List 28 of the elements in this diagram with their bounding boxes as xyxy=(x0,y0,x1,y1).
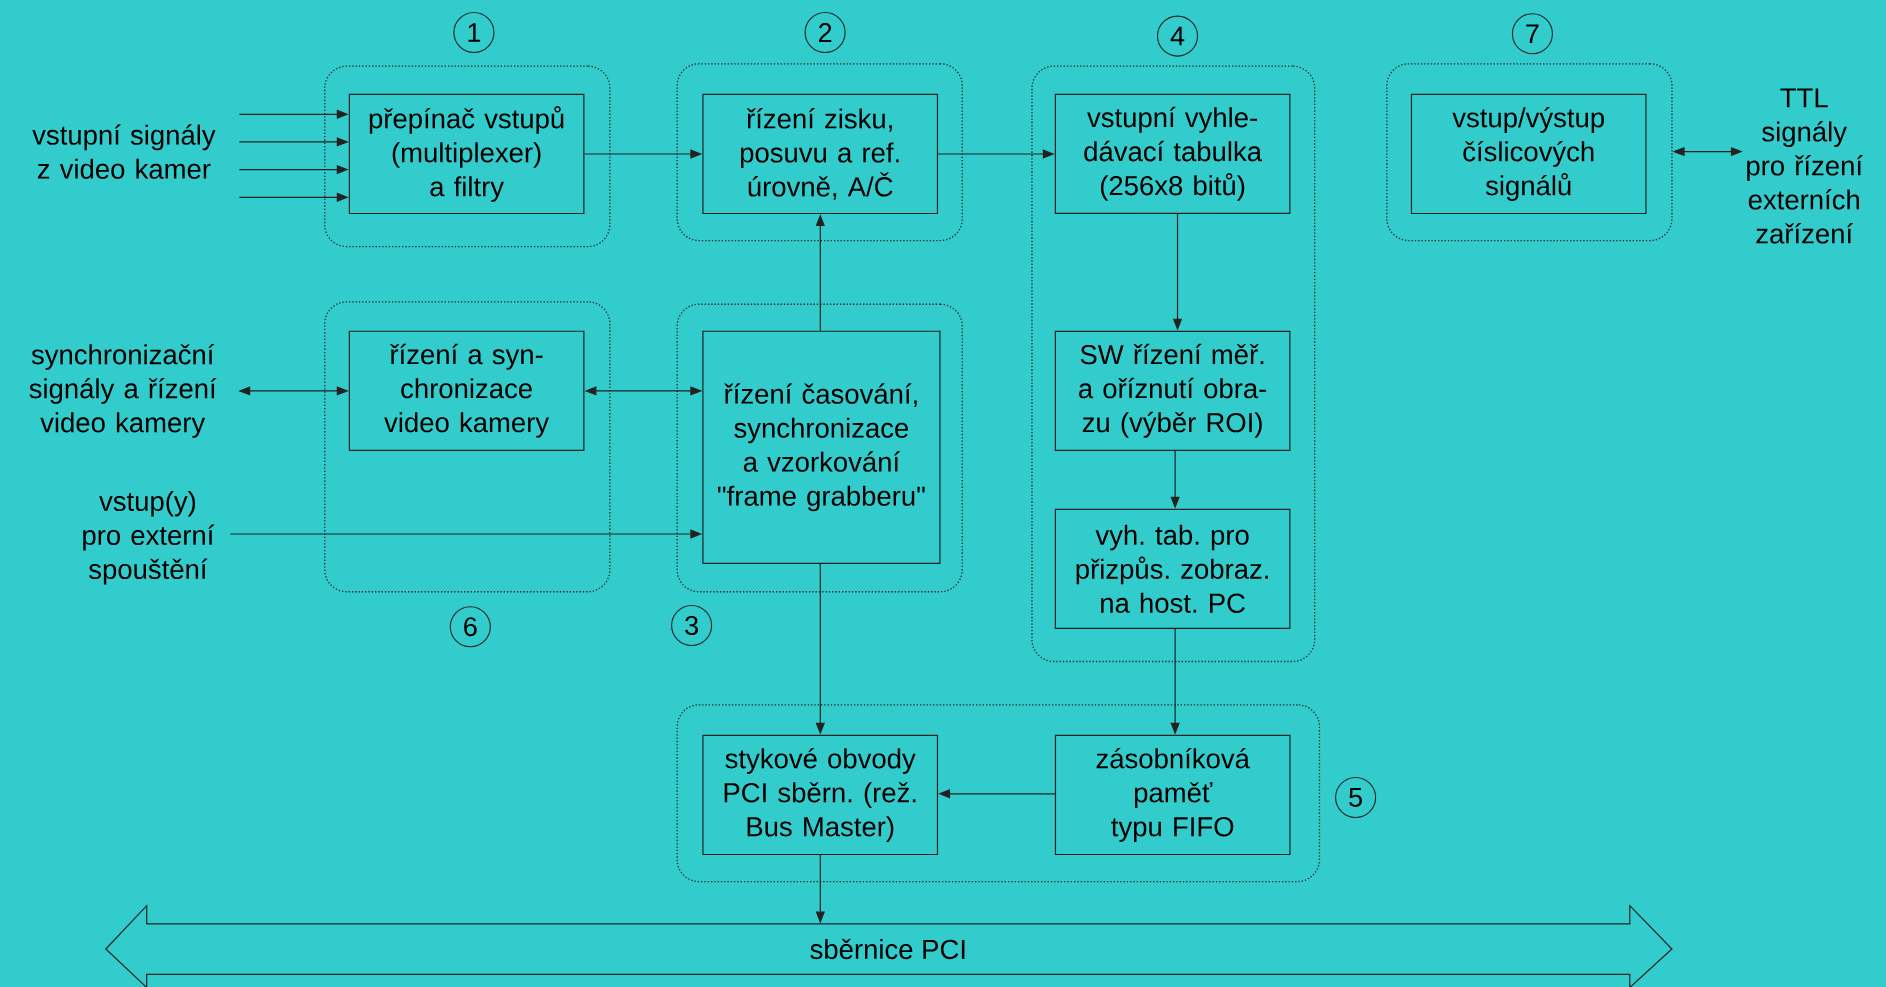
process-box: stykové obvody PCI sběrn. (rež. Bus Master) xyxy=(702,734,939,856)
process-box: vyh. tab. pro přizpůs. zobraz. na host. PC xyxy=(1054,508,1291,629)
process-box: vstup/výstup číslicových signálů xyxy=(1410,93,1647,215)
callout-number: 2 xyxy=(804,11,846,54)
group-frame xyxy=(676,704,1321,883)
process-box: řízení zisku, posuvu a ref. úrovně, A/Č xyxy=(702,93,939,215)
process-box: SW řízení měř. a oříznutí obra- zu (výběr ROI) xyxy=(1054,330,1291,451)
signal-label: vstup(y) pro externí spouštění xyxy=(83,490,215,585)
callout-number: 1 xyxy=(453,11,495,54)
process-box: zásobníková paměť typu FIFO xyxy=(1054,734,1291,856)
group-frame xyxy=(676,63,963,242)
callout-number: 7 xyxy=(1511,13,1553,55)
callout-number: 5 xyxy=(1335,776,1377,819)
process-box: vstupní vyhle- dávací tabulka (256x8 bitů) xyxy=(1054,93,1291,214)
signal-label: synchronizační signály a řízení video kamery xyxy=(29,343,217,438)
process-box: řízení a syn- chronizace video kamery xyxy=(348,330,585,451)
group-frame xyxy=(676,303,963,593)
group-frame xyxy=(1031,65,1316,663)
signal-label: vstupní signály z video kamer xyxy=(32,124,216,179)
callout-number: 4 xyxy=(1156,15,1199,57)
signal-label: TTL signály pro řízení externích zařízení xyxy=(1747,88,1863,244)
group-frame xyxy=(1386,63,1673,242)
process-box: přepínač vstupů (multiplexer) a filtry xyxy=(348,93,585,215)
callout-number: 3 xyxy=(671,604,713,647)
group-frame xyxy=(324,301,611,593)
callout-number: 6 xyxy=(449,606,491,648)
process-box: řízení časování, synchronizace a vzorkování "frame grabberu" xyxy=(702,330,941,564)
group-frame xyxy=(324,65,611,248)
